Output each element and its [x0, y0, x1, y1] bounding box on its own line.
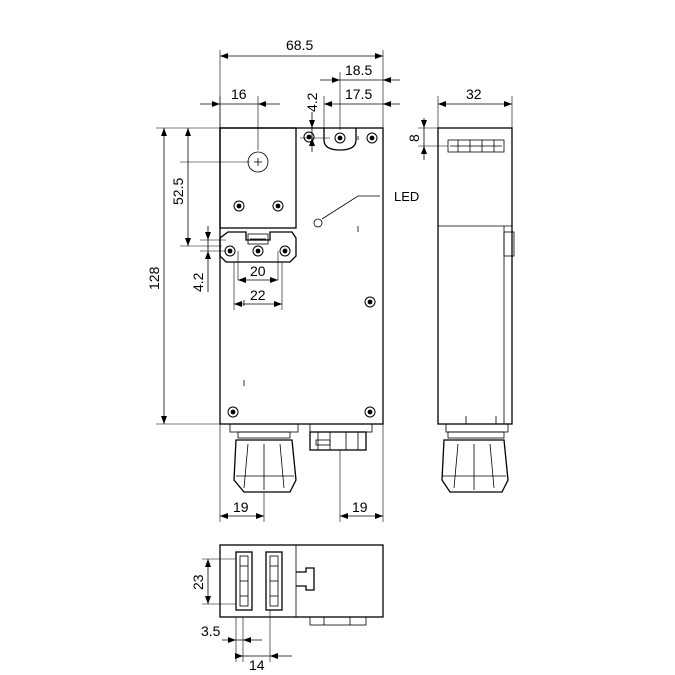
dim-base-width: 22 [250, 287, 266, 303]
bottom-body [219, 544, 384, 618]
dim-lower-hole-offset: 4.2 [190, 272, 206, 292]
dim-top-offset-right: 18.5 [345, 62, 372, 78]
cable-gland [233, 431, 297, 493]
switch-body [219, 127, 384, 425]
dim-side-width: 32 [466, 86, 482, 102]
side-view [437, 127, 515, 493]
bottom-view [219, 544, 384, 626]
dim-overall-height: 128 [146, 266, 162, 290]
screw-icon [334, 132, 346, 144]
dim-bottom-left: 19 [233, 499, 249, 515]
side-body [437, 127, 513, 425]
screw-icon [364, 296, 376, 308]
screw-icon [272, 200, 284, 212]
dim-bottom-view-height: 23 [190, 574, 206, 590]
dim-actuator-height: 52.5 [170, 178, 186, 205]
dim-bottom-view-width: 14 [249, 657, 265, 673]
screw-icon [233, 200, 245, 212]
dim-hole-offset-right: 17.5 [345, 86, 372, 102]
dim-hole-offset: 4.2 [304, 92, 320, 112]
screw-icon [364, 406, 376, 418]
dim-bottom-view-offset: 3.5 [201, 623, 221, 639]
dim-side-top-height: 8 [406, 134, 422, 142]
plug-connector [309, 431, 367, 451]
dim-bottom-right: 19 [352, 499, 368, 515]
dim-overall-width: 68.5 [286, 37, 313, 53]
dimension-lines: 68.5 18.5 17.5 4.2 16 128 [146, 37, 513, 673]
screw-icon [366, 132, 378, 144]
dim-hole-spacing: 20 [250, 263, 266, 279]
screw-icon [224, 245, 236, 257]
top-mounting-lug [323, 128, 357, 151]
screw-icon [279, 245, 291, 257]
led-label: LED [394, 189, 419, 204]
screw-icon [227, 406, 239, 418]
dim-actuator-width: 16 [231, 86, 247, 102]
screw-icon [252, 245, 264, 257]
led-indicator [313, 218, 323, 228]
front-view: LED [219, 127, 419, 493]
actuator-base [219, 231, 297, 263]
cable-gland [441, 423, 509, 493]
